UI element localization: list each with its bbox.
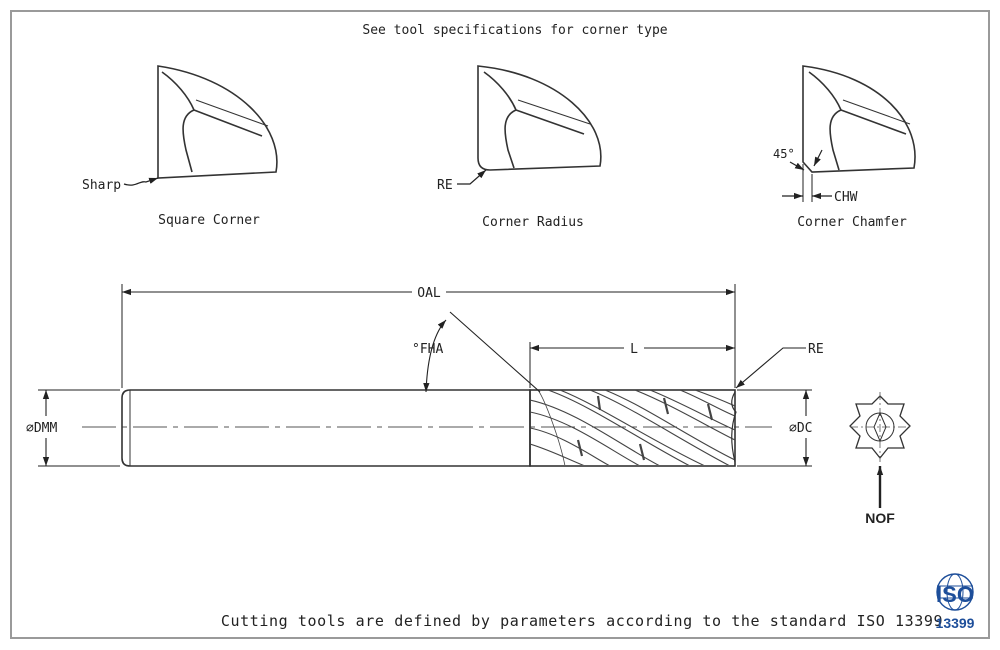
angle-arrow-1 bbox=[789, 161, 805, 171]
sharp-leader bbox=[123, 177, 159, 186]
re-label-corner: RE bbox=[437, 178, 453, 193]
l-label: L bbox=[630, 342, 638, 357]
corner-type-note: See tool specifications for corner type bbox=[362, 23, 667, 38]
corner-chamfer-title: Corner Chamfer bbox=[797, 215, 907, 230]
oal-label: OAL bbox=[417, 286, 441, 301]
drawing-border bbox=[10, 10, 990, 639]
re-leader-tool bbox=[735, 347, 806, 389]
corner-chamfer-detail bbox=[802, 65, 916, 173]
helix-leader bbox=[449, 311, 541, 393]
sharp-label: Sharp bbox=[82, 178, 121, 193]
iso-logo-word: ISO bbox=[936, 582, 974, 607]
chw-label: CHW bbox=[834, 190, 858, 205]
angle-arrow-2 bbox=[813, 149, 823, 167]
re-leader-corner bbox=[457, 169, 487, 185]
square-corner-detail bbox=[157, 65, 278, 179]
fha-label: °FHA bbox=[412, 342, 443, 357]
iso-logo-number: 13399 bbox=[936, 615, 975, 631]
nof-label: NOF bbox=[865, 510, 895, 526]
shank bbox=[121, 389, 531, 467]
iso-13399-logo: ISO 13399 bbox=[936, 573, 975, 631]
re-label-tool: RE bbox=[808, 342, 824, 357]
angle-label: 45° bbox=[773, 147, 795, 161]
square-corner-title: Square Corner bbox=[158, 213, 260, 228]
dc-label: ⌀DC bbox=[789, 421, 812, 436]
flute-section bbox=[529, 389, 737, 467]
tool-end-view bbox=[849, 392, 911, 462]
iso-standard-footer: Cutting tools are defined by parameters … bbox=[221, 612, 943, 630]
fha-arc bbox=[423, 319, 447, 393]
corner-radius-title: Corner Radius bbox=[482, 215, 584, 230]
corner-radius-detail bbox=[477, 65, 602, 171]
dmm-label: ⌀DMM bbox=[26, 421, 57, 436]
